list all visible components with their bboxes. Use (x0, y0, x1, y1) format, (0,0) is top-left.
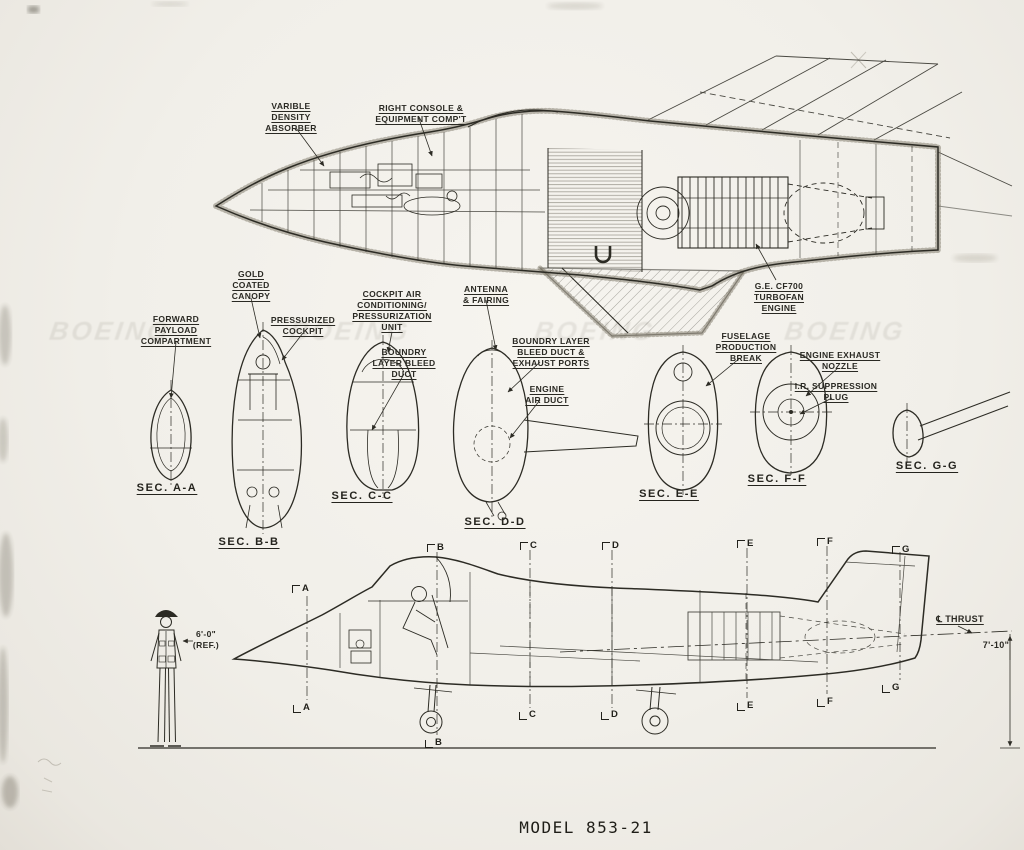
boundry-layer-exhaust-ports-label: BOUNDRY LAYER BLEED DUCT & EXHAUST PORTS (512, 336, 590, 369)
cutaway-outline (214, 110, 939, 291)
marker-letter: C (529, 709, 536, 720)
bracket-icon (425, 739, 433, 748)
marker-letter: G (902, 544, 910, 555)
cut-marker-a-bottom: A (293, 703, 310, 713)
cut-marker-c-top: C (520, 541, 537, 551)
cut-marker-g-bottom: G (882, 683, 899, 693)
cockpit-equipment (329, 163, 461, 216)
inlet-duct-hatch (548, 148, 642, 272)
cut-marker-e-bottom: E (737, 701, 753, 711)
bracket-icon (817, 698, 825, 707)
right-console-label: RIGHT CONSOLE & EQUIPMENT COMP'T (375, 103, 467, 125)
height-ref-label: 6'-0" (REF.) (192, 629, 220, 651)
marker-letter: E (747, 700, 754, 711)
nose-gear (413, 684, 453, 734)
section-title-ee: SEC. E-E (639, 488, 699, 500)
main-gear (635, 686, 677, 735)
thrust-label: ℄ THRUST (936, 614, 984, 624)
tail-surface-lines (647, 55, 1013, 217)
fuselage-production-break-label: FUSELAGE PRODUCTION BREAK (715, 331, 777, 364)
section-title-ff: SEC. F-F (747, 473, 807, 485)
bracket-icon (737, 540, 745, 548)
bracket-icon (292, 585, 300, 593)
aft-frame-lines (799, 140, 913, 258)
bracket-icon (817, 538, 825, 546)
section-title-cc: SEC. C-C (331, 490, 393, 502)
section-cc-drawing (346, 335, 420, 498)
boundry-layer-bleed-duct-label: BOUNDRY LAYER BLEED DUCT (372, 347, 436, 380)
varible-density-absorber-label: VARIBLE DENSITY ABSORBER (265, 101, 317, 134)
marker-letter: G (892, 682, 900, 693)
dimension-right (1000, 634, 1020, 749)
marker-letter: C (530, 540, 537, 551)
marker-letter: F (827, 536, 833, 547)
section-title-dd: SEC. D-D (464, 516, 526, 528)
section-cut-lines (306, 546, 901, 735)
bracket-icon (519, 711, 527, 720)
marker-letter: D (611, 709, 618, 720)
dim-right-label: 7'-10" (982, 640, 1010, 650)
marker-letter: D (612, 540, 619, 551)
section-title-gg: SEC. G-G (895, 460, 959, 472)
cut-marker-d-top: D (602, 541, 619, 551)
bracket-icon (892, 546, 900, 554)
section-gg-drawing (892, 391, 1011, 463)
cut-marker-e-top: E (737, 539, 753, 549)
leader-lines (169, 115, 973, 644)
duct-u-mark (594, 246, 612, 264)
ir-suppression-plug-label: I.R. SUPPRESSION PLUG (794, 381, 878, 403)
forward-payload-label: FORWARD PAYLOAD COMPARTMENT (140, 314, 212, 347)
antenna-fairing-label: ANTENNA & FAIRING (462, 284, 510, 306)
thrust-centerline (559, 630, 1013, 653)
cut-marker-f-bottom: F (817, 697, 833, 707)
bracket-icon (520, 542, 528, 550)
cut-marker-b-top: B (427, 543, 444, 553)
cut-marker-g-top: G (892, 545, 909, 555)
marker-letter: A (302, 583, 309, 594)
section-title-aa: SEC. A-A (136, 482, 198, 494)
cutaway-top-view-drawing (209, 55, 1013, 339)
bracket-icon (737, 702, 745, 711)
marker-letter: B (435, 737, 442, 748)
side-view-internal (339, 555, 916, 687)
section-ee-drawing (644, 345, 722, 495)
marker-letter: B (437, 542, 444, 553)
intake-pod (537, 265, 747, 339)
bracket-icon (601, 711, 609, 720)
bracket-icon (602, 542, 610, 550)
engine-exhaust-nozzle-label: ENGINE EXHAUST NOZZLE (799, 350, 881, 372)
cut-marker-a-top: A (292, 584, 309, 594)
marker-letter: A (303, 702, 310, 713)
marker-letter: F (827, 696, 833, 707)
cut-marker-b-bottom: B (425, 738, 442, 748)
model-caption: MODEL 853-21 (519, 818, 653, 837)
section-title-bb: SEC. B-B (218, 536, 280, 548)
cockpit-air-conditioning-label: COCKPIT AIR CONDITIONING/ PRESSURIZATION… (352, 289, 432, 333)
gold-coated-canopy-label: GOLD COATED CANOPY (231, 269, 271, 302)
cut-marker-d-bottom: D (601, 710, 618, 720)
bracket-icon (427, 544, 435, 552)
cross-sections-drawing (150, 322, 1011, 534)
scale-figure (150, 610, 182, 747)
cockpit-details (348, 556, 468, 664)
side-view-outline (231, 550, 930, 688)
side-view-drawing (138, 546, 1020, 749)
cut-marker-c-bottom: C (519, 710, 536, 720)
bracket-icon (882, 684, 890, 693)
pressurized-cockpit-label: PRESSURIZED COCKPIT (270, 315, 336, 337)
section-ff-drawing (750, 345, 834, 475)
cut-marker-f-top: F (817, 537, 833, 547)
engine-air-duct-label: ENGINE AIR DUCT (525, 384, 569, 406)
section-dd-drawing (452, 340, 639, 521)
ge-cf700-engine-label: G.E. CF700 TURBOFAN ENGINE (753, 281, 805, 314)
bracket-icon (293, 704, 301, 713)
engine-drawing (636, 176, 885, 249)
marker-letter: E (747, 538, 754, 549)
section-bb-drawing (231, 322, 303, 534)
